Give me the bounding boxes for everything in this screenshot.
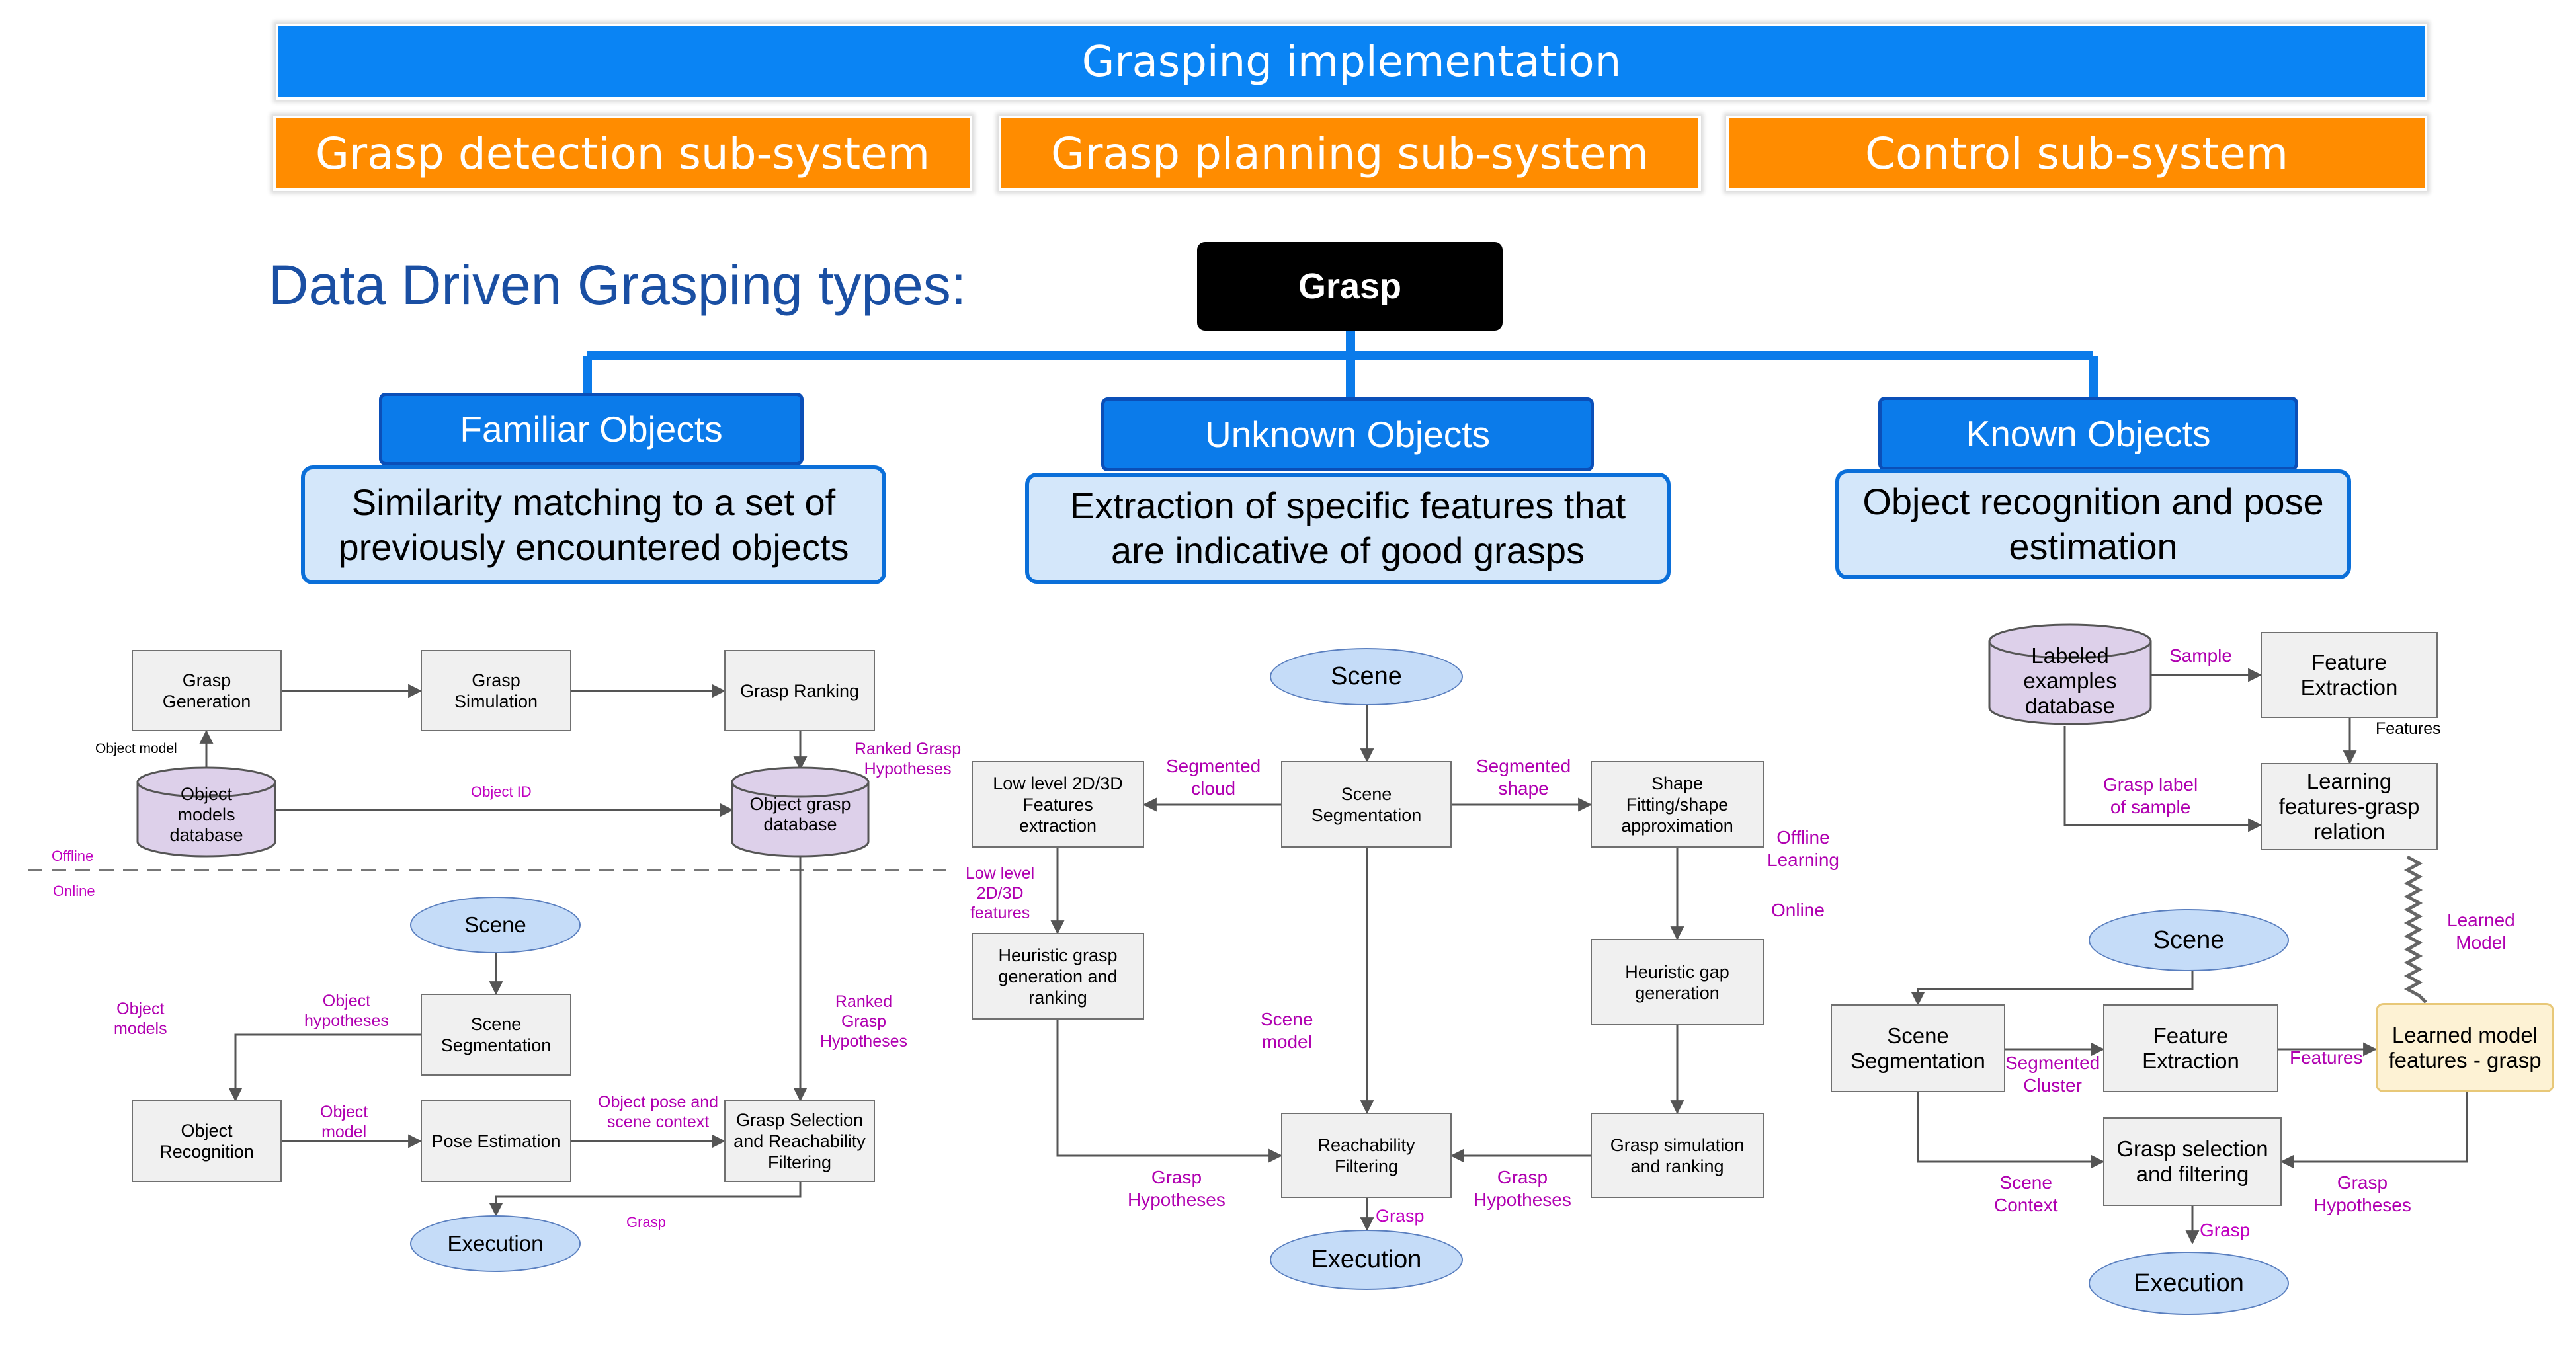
familiar-connectors (199, 684, 808, 1217)
heuristic-gap-generation-box: Heuristic gap generation (1591, 939, 1764, 1025)
grasp-generation-box: Grasp Generation (132, 650, 282, 731)
familiar-desc-line-1: Similarity matching to a set of (351, 481, 836, 523)
object-grasp-database: Object grasp database (749, 794, 851, 834)
segmented-shape-label: Segmented shape (1476, 756, 1571, 799)
grasp-simulation-box: Grasp Simulation (421, 650, 571, 731)
object-id-label: Object ID (471, 783, 532, 800)
feature-extraction-top-box: Feature Extraction (2261, 632, 2438, 718)
unknown-execution-oval: Execution (1270, 1230, 1463, 1290)
shape-fitting-box: Shape Fitting/shape approximation (1591, 761, 1764, 848)
unknown-desc-line-2: are indicative of good grasps (1110, 530, 1585, 571)
known-desc-line-1: Object recognition and pose (1862, 481, 2324, 522)
grasp-planning-subsystem-bar: Grasp planning sub-system (999, 116, 1701, 191)
unknown-online-label: Online (1771, 900, 1825, 920)
familiar-grasp-label: Grasp (626, 1214, 666, 1230)
object-models-label: Object models (114, 1000, 167, 1038)
grasp-simulation-ranking-box: Grasp simulation and ranking (1591, 1113, 1764, 1198)
ranked-grasp-hypotheses-label-2: Ranked Grasp Hypotheses (820, 992, 908, 1051)
known-feature-extraction-box: Feature Extraction (2103, 1004, 2278, 1092)
known-scene-segmentation-box: Scene Segmentation (1831, 1004, 2005, 1092)
known-connectors (1911, 668, 2468, 1245)
object-recognition-box: Object Recognition (132, 1100, 282, 1182)
grasp-detection-subsystem-bar: Grasp detection sub-system (273, 116, 972, 191)
object-models-database: Object models database (169, 784, 243, 845)
labeled-examples-database: Labeled examples database (2023, 643, 2117, 718)
offline-label: Offline (52, 848, 94, 864)
known-grasp-hypotheses-label: Grasp Hypotheses (2313, 1172, 2411, 1215)
known-grasp-label: Grasp (2200, 1220, 2251, 1240)
grasping-implementation-bar: Grasping implementation (276, 24, 2427, 100)
unknown-grasp-label: Grasp (1376, 1206, 1425, 1226)
unknown-objects-header: Unknown Objects (1101, 397, 1594, 471)
features-label-top: Features (2376, 719, 2441, 738)
sample-label: Sample (2169, 645, 2232, 666)
object-model-label-2: Object model (320, 1103, 368, 1141)
unknown-scene-segmentation-box: Scene Segmentation (1281, 761, 1452, 848)
learned-model-box: Learned model features - grasp (2376, 1003, 2554, 1092)
object-model-label: Object model (95, 741, 177, 756)
grasp-hypotheses-left-label: Grasp Hypotheses (1128, 1167, 1226, 1210)
control-subsystem-bar: Control sub-system (1726, 116, 2427, 191)
scene-model-label: Scene model (1261, 1009, 1313, 1052)
learned-model-spring (2403, 855, 2427, 1004)
low-level-features-label: Low level 2D/3D features (966, 864, 1035, 922)
heuristic-grasp-ranking-box: Heuristic grasp generation and ranking (972, 933, 1144, 1020)
learned-model-label: Learned Model (2447, 910, 2515, 953)
object-models-database-cylinder (136, 766, 276, 858)
familiar-scene-segmentation-box: Scene Segmentation (421, 994, 571, 1076)
familiar-execution-oval: Execution (410, 1215, 581, 1272)
hierarchy-tree (583, 331, 2098, 400)
familiar-desc-line-2: previously encountered objects (338, 526, 849, 568)
known-objects-header: Known Objects (1878, 397, 2298, 471)
scene-context-label: Scene Context (1994, 1172, 2058, 1215)
features-label: Features (2290, 1047, 2363, 1068)
online-label: Online (53, 883, 95, 899)
known-execution-oval: Execution (2089, 1252, 2289, 1315)
labeled-examples-database-cylinder (1988, 623, 2152, 725)
known-grasp-selection-box: Grasp selection and filtering (2103, 1117, 2282, 1206)
grasp-label-sample-label: Grasp label of sample (2103, 774, 2198, 817)
learning-features-grasp-box: Learning features-grasp relation (2261, 763, 2438, 850)
unknown-desc-line-1: Extraction of specific features that (1069, 485, 1626, 526)
low-level-features-box: Low level 2D/3D Features extraction (972, 761, 1144, 848)
unknown-connectors (1050, 705, 1684, 1232)
object-grasp-database-cylinder (731, 766, 870, 858)
unknown-scene-oval: Scene (1270, 648, 1463, 705)
grasp-hypotheses-right-label: Grasp Hypotheses (1474, 1167, 1571, 1210)
grasp-root-node: Grasp (1197, 242, 1503, 331)
grasp-ranking-box: Grasp Ranking (724, 650, 875, 731)
reachability-filtering-box: Reachability Filtering (1281, 1113, 1452, 1198)
familiar-objects-header: Familiar Objects (379, 393, 804, 465)
segmented-cluster-label: Segmented Cluster (2005, 1053, 2100, 1096)
page-title: Data Driven Grasping types: (269, 254, 967, 316)
pose-estimation-box: Pose Estimation (421, 1100, 571, 1182)
familiar-scene-oval: Scene (410, 897, 581, 953)
object-pose-scene-context-label: Object pose and scene context (598, 1093, 719, 1131)
object-hypotheses-label: Object hypotheses (304, 992, 389, 1030)
known-desc-line-2: estimation (2009, 526, 2178, 567)
known-scene-oval: Scene (2089, 909, 2289, 971)
offline-learning-label: Offline Learning (1767, 827, 1839, 870)
grasp-selection-reachability-box: Grasp Selection and Reachability Filteri… (724, 1100, 875, 1182)
segmented-cloud-label: Segmented cloud (1166, 756, 1261, 799)
ranked-grasp-hypotheses-label-1: Ranked Grasp Hypotheses (854, 740, 962, 778)
